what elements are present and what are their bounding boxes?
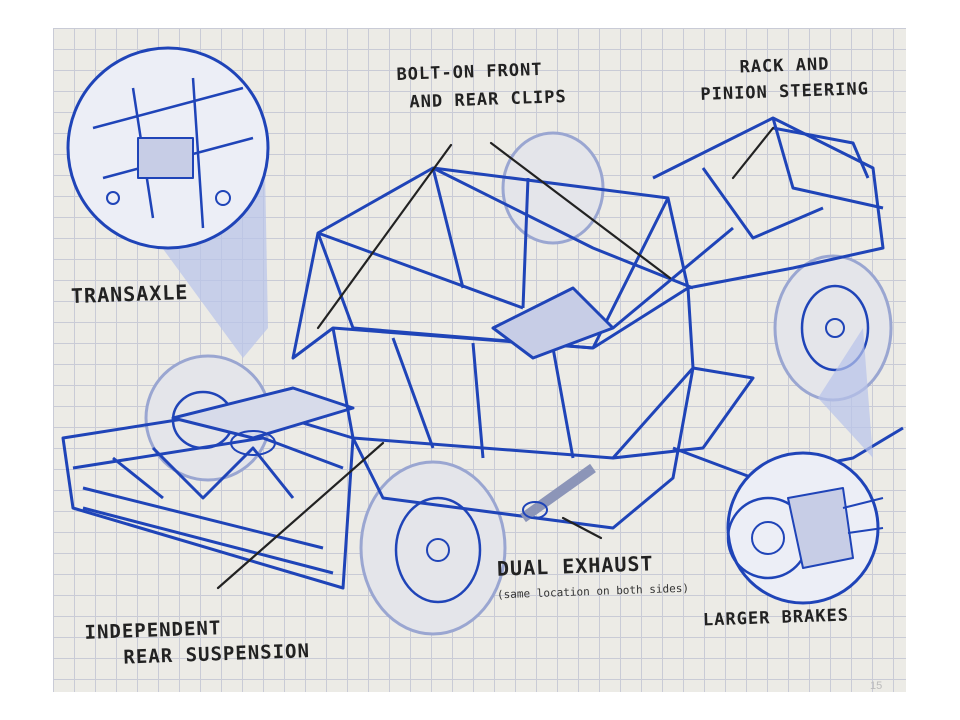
blueprint-sheet: BOLT-ON FRONT AND REAR CLIPS RACK AND PI… <box>53 28 906 692</box>
label-front-rear-clips: BOLT-ON FRONT AND REAR CLIPS <box>396 59 567 113</box>
leader-rack-pinion <box>731 126 775 180</box>
rear-clip-frame <box>61 386 355 590</box>
car-chassis-illustration <box>61 46 904 636</box>
roll-cage <box>291 166 755 530</box>
label-rear-suspension-line1: INDEPENDENT <box>84 617 222 644</box>
exhaust-pipe <box>520 463 596 523</box>
wheel-front-left <box>359 460 507 636</box>
label-front-rear-clips-line1: BOLT-ON FRONT <box>396 59 543 85</box>
leader-lines <box>216 126 775 590</box>
brakes-detail-callout <box>726 328 884 605</box>
label-rack-pinion: RACK AND PINION STEERING <box>699 54 869 104</box>
leader-rear-suspension <box>216 441 385 590</box>
leader-front-rear-clips-a <box>316 143 453 330</box>
transaxle-detail-callout <box>66 46 270 358</box>
label-transaxle: TRANSAXLE <box>70 279 189 309</box>
leader-front-rear-clips-b <box>489 141 672 280</box>
label-rear-suspension: INDEPENDENT REAR SUSPENSION <box>84 616 310 670</box>
label-rack-pinion-line1: RACK AND <box>739 54 830 78</box>
leader-dual-exhaust <box>561 516 603 540</box>
label-dual-exhaust: DUAL EXHAUST <box>496 551 654 581</box>
page-number: 15 <box>870 680 883 692</box>
